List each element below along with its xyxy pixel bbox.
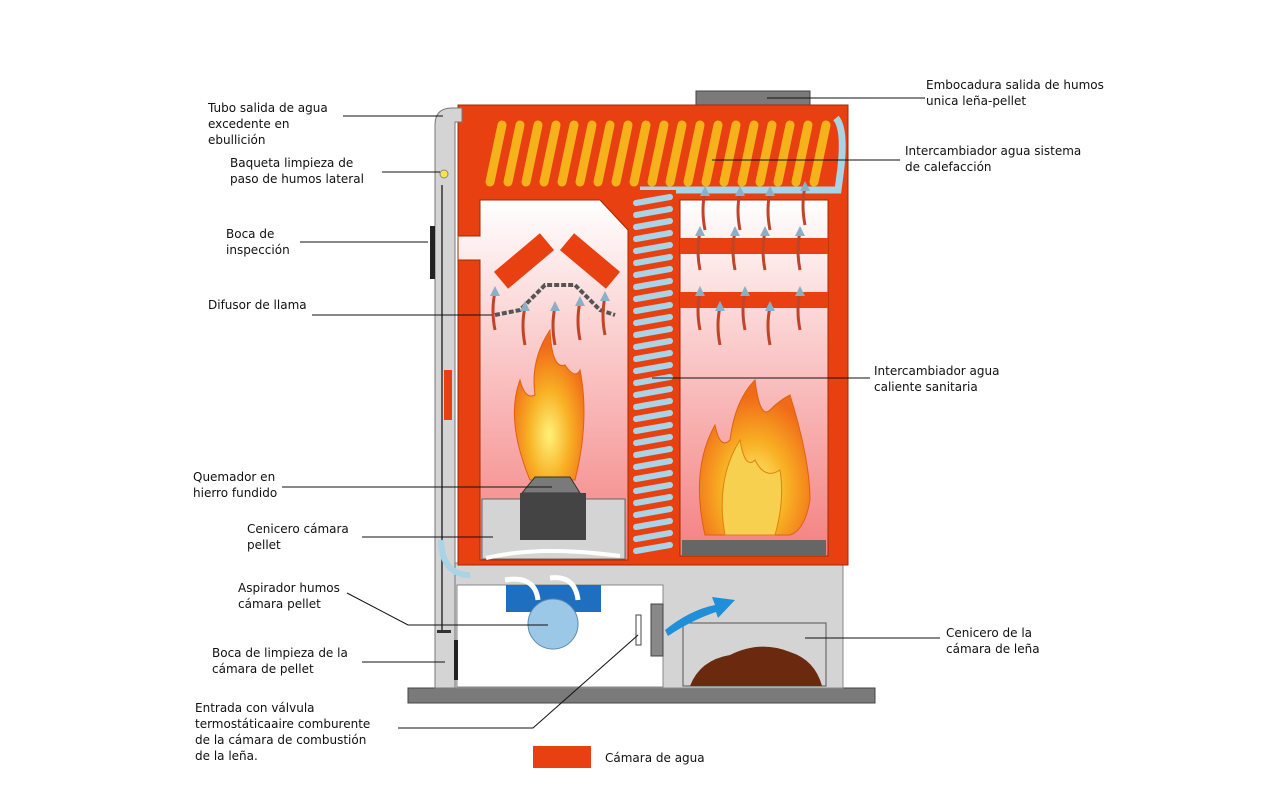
- coil-tube: [633, 290, 673, 302]
- coil-tube: [683, 120, 705, 187]
- cleaning-rod-knob: [439, 169, 449, 179]
- heat-arrow-head: [520, 301, 530, 311]
- legend-swatch: [533, 746, 591, 768]
- heat-arrow-head: [800, 181, 810, 191]
- coil-tube: [633, 350, 673, 362]
- wood-grate: [682, 540, 826, 556]
- coil-tube: [539, 120, 561, 187]
- coil-tube: [737, 120, 759, 187]
- coil-tube: [633, 518, 673, 530]
- coil-tube: [593, 120, 615, 187]
- coil-tube: [665, 120, 687, 187]
- coil-tube: [701, 120, 723, 187]
- coil-tube: [633, 254, 673, 266]
- coil-tube: [633, 338, 673, 350]
- ash-pile: [690, 646, 822, 686]
- coil-tube: [557, 120, 579, 187]
- leader-lines: [282, 97, 940, 729]
- coil-tube: [633, 470, 673, 482]
- heat-arrow-head: [695, 226, 705, 236]
- coil-tube: [633, 422, 673, 434]
- coil-tube: [633, 386, 673, 398]
- thermostatic-valve: [650, 603, 664, 657]
- coil-tube: [647, 120, 669, 187]
- coil-tube: [521, 120, 543, 187]
- heat-arrow-head: [550, 301, 560, 311]
- coil-tube: [633, 446, 673, 458]
- heat-arrow-head: [730, 226, 740, 236]
- coil-tube: [633, 362, 673, 374]
- coil-tube: [633, 302, 673, 314]
- coil-tube: [791, 120, 813, 187]
- coil-tube: [629, 120, 651, 187]
- coil-tube: [633, 410, 673, 422]
- heat-arrow-head: [795, 226, 805, 236]
- coil-tube: [633, 206, 673, 218]
- coil-tube: [809, 120, 831, 187]
- coil-tube: [633, 314, 673, 326]
- coil-tube: [485, 120, 507, 187]
- coil-tube: [633, 482, 673, 494]
- legend-label: Cámara de agua: [605, 751, 705, 765]
- label-difusor: Difusor de llama: [208, 298, 307, 312]
- heat-arrow-head: [765, 186, 775, 196]
- heat-arrow-head: [735, 186, 745, 196]
- coil-tube: [611, 120, 633, 187]
- heating-exchanger-coil: [485, 120, 831, 187]
- coil-tube: [633, 458, 673, 470]
- base-plate: [407, 687, 876, 704]
- heat-arrow-head: [600, 291, 610, 301]
- coil-tube: [633, 230, 673, 242]
- heat-arrow-head: [575, 296, 585, 306]
- coil-tube: [719, 120, 741, 187]
- coil-tube: [633, 506, 673, 518]
- coil-tube: [633, 194, 673, 206]
- heat-arrow-head: [700, 186, 710, 196]
- coil-tube: [503, 120, 525, 187]
- coil-tube: [575, 120, 597, 187]
- heat-arrow-head: [740, 286, 750, 296]
- heat-arrow-head: [695, 286, 705, 296]
- coil-tube: [633, 218, 673, 230]
- inspection-door: [430, 226, 435, 279]
- heat-flow-arrows: [490, 181, 810, 346]
- heat-arrow-head: [715, 301, 725, 311]
- coil-tube: [633, 242, 673, 254]
- coil-tube: [633, 530, 673, 542]
- coil-tube: [633, 398, 673, 410]
- pellet-flame: [513, 328, 585, 481]
- heat-arrow-head: [765, 301, 775, 311]
- coil-tube: [633, 266, 673, 278]
- cleaning-door: [454, 640, 458, 680]
- wood-flames: [698, 378, 811, 536]
- coil-tube: [633, 326, 673, 338]
- heat-arrow-head: [795, 286, 805, 296]
- heat-arrow-head: [490, 286, 500, 296]
- sanitary-exchanger-coil: [633, 194, 673, 554]
- coil-tube: [773, 120, 795, 187]
- coil-tube: [633, 494, 673, 506]
- coil-tube: [633, 542, 673, 554]
- coil-tube: [633, 278, 673, 290]
- coil-tube: [633, 434, 673, 446]
- coil-tube: [755, 120, 777, 187]
- heat-arrow-head: [760, 226, 770, 236]
